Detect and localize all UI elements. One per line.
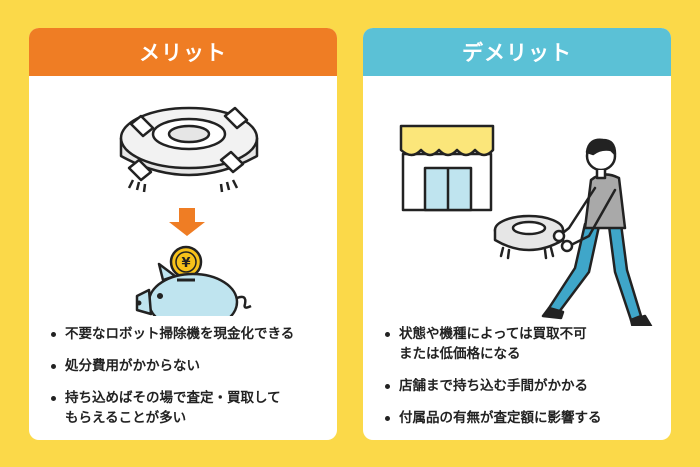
- store-icon: [399, 124, 495, 212]
- merit-point-2: 処分費用がかからない: [51, 356, 329, 376]
- demerit-title: デメリット: [462, 41, 572, 65]
- merit-card: メリット ¥: [29, 28, 337, 440]
- demerit-point-2: 店舗まで持ち込む手間がかかる: [385, 376, 663, 396]
- robot-vacuum-taped-icon: [119, 106, 259, 193]
- merit-header: メリット: [29, 28, 337, 76]
- merit-points-list: 不要なロボット掃除機を現金化できる 処分費用がかからない 持ち込めばその場で査定…: [51, 324, 329, 440]
- demerit-point-3: 付属品の有無が査定額に影響する: [385, 408, 663, 428]
- demerit-point-1: 状態や機種によっては買取不可 または低価格になる: [385, 324, 663, 364]
- person-carrying-vacuum-icon: [493, 138, 653, 326]
- merit-point-3: 持ち込めばその場で査定・買取して もらえることが多い: [51, 388, 329, 428]
- demerit-header: デメリット: [363, 28, 671, 76]
- merit-illustration: ¥: [119, 106, 259, 316]
- yen-symbol: ¥: [181, 256, 190, 271]
- merit-point-1: 不要なロボット掃除機を現金化できる: [51, 324, 329, 344]
- demerit-points-list: 状態や機種によっては買取不可 または低価格になる 店舗まで持ち込む手間がかかる …: [385, 324, 663, 440]
- down-arrow-icon: [169, 208, 205, 236]
- merit-title: メリット: [139, 41, 227, 65]
- demerit-illustration: [399, 124, 653, 326]
- demerit-card: デメリット: [363, 28, 671, 440]
- piggy-bank-icon: [135, 262, 252, 316]
- yen-coin-icon: ¥: [169, 245, 203, 279]
